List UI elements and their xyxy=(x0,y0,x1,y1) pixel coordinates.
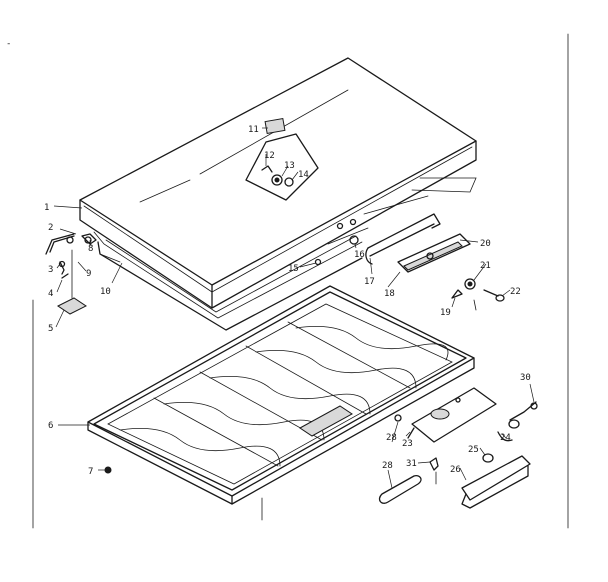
cabinet-base xyxy=(87,285,475,521)
control-parts xyxy=(378,387,538,509)
callout-26: 26 xyxy=(450,465,461,475)
leader-lines xyxy=(53,127,535,489)
callout-5: 5 xyxy=(48,324,53,334)
callout-20: 20 xyxy=(480,239,491,249)
callout-1: 1 xyxy=(44,203,49,213)
callout-6: 6 xyxy=(48,421,53,431)
callout-25: 25 xyxy=(468,445,479,455)
callout-19: 19 xyxy=(440,308,451,318)
callout-3: 3 xyxy=(48,265,53,275)
callout-18: 18 xyxy=(384,289,395,299)
lid-medallion xyxy=(245,117,319,201)
callout-16: 16 xyxy=(354,250,365,260)
lid-frame xyxy=(97,241,363,331)
callout-30: 30 xyxy=(520,373,531,383)
callout-31: 31 xyxy=(406,459,417,469)
callout-11: 11 xyxy=(248,125,259,135)
callout-15: 15 xyxy=(288,264,299,274)
callout-7: 7 xyxy=(88,467,93,477)
callout-4: 4 xyxy=(48,289,53,299)
lock-bar xyxy=(397,233,471,273)
callout-28-lower: 28 xyxy=(382,461,393,471)
callout-10: 10 xyxy=(100,287,111,297)
hinge-parts xyxy=(45,233,97,315)
callout-12: 12 xyxy=(264,151,275,161)
callout-22: 22 xyxy=(510,287,521,297)
callout-21: 21 xyxy=(480,261,491,271)
callout-2: 2 xyxy=(48,223,53,233)
edge-mark: - xyxy=(6,39,11,49)
lock-parts xyxy=(451,278,505,311)
callout-28-upper: 28 xyxy=(386,433,397,443)
lid-assembly xyxy=(79,57,477,319)
callout-17: 17 xyxy=(364,277,375,287)
callout-23: 23 xyxy=(402,439,413,449)
callout-14: 14 xyxy=(298,170,309,180)
callout-24: 24 xyxy=(500,433,511,443)
callout-13: 13 xyxy=(284,161,295,171)
callout-9: 9 xyxy=(86,269,91,279)
callout-labels: 1 2 3 4 5 6 7 8 9 10 11 12 13 14 15 16 1… xyxy=(44,125,531,477)
callout-8: 8 xyxy=(88,244,93,254)
